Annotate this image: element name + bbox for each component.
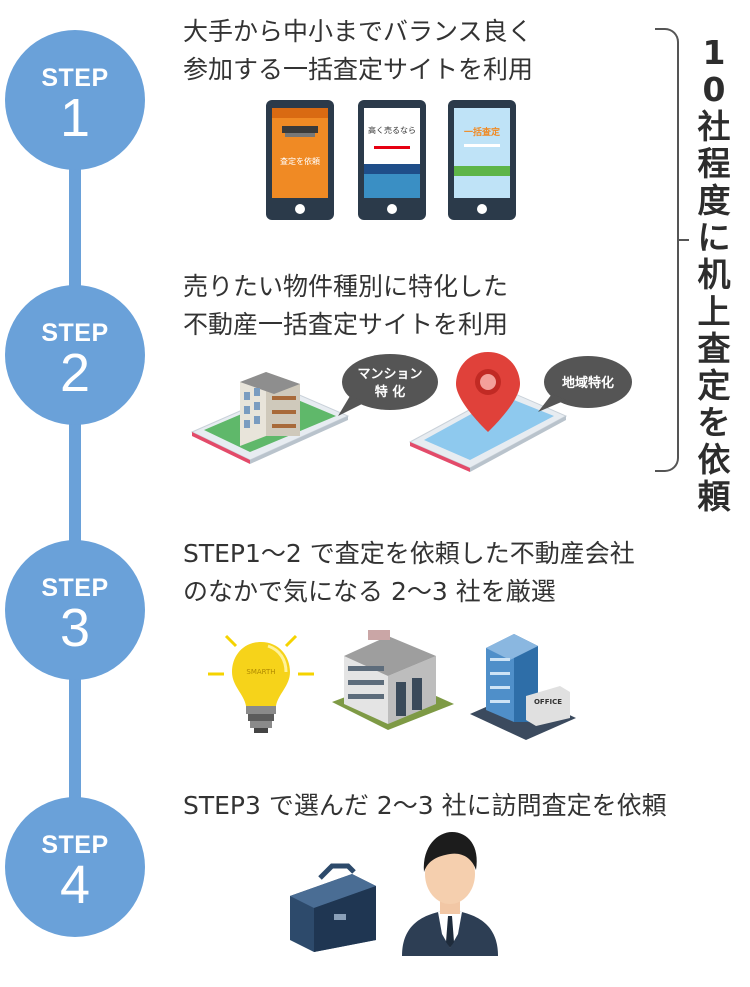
phone-1-text: 査定を依頼 — [280, 156, 320, 166]
steps-1-2-bracket — [655, 28, 689, 472]
step-4-description: STEP3 で選んだ 2～3 社に訪問査定を依頼 — [183, 787, 667, 825]
step-1-circle: STEP 1 — [5, 30, 145, 170]
area-bubble: 地域特化 — [538, 356, 632, 412]
step-3-line2: のなかで気になる 2～3 社を厳選 — [183, 577, 556, 606]
step-1-line2: 参加する一括査定サイトを利用 — [183, 55, 534, 84]
mansion-bubble-line1: マンション — [357, 367, 422, 382]
step-3-circle: STEP 3 — [5, 540, 145, 680]
step-4-illustration — [290, 832, 498, 956]
office-sign-text: OFFICE — [534, 698, 562, 706]
light-bulb-icon: SMARTH — [208, 634, 314, 733]
step-1-line1: 大手から中小までバランス良く — [183, 17, 533, 46]
briefcase-icon — [290, 863, 376, 952]
office-tower-icon: OFFICE — [470, 634, 576, 740]
step-3-description: STEP1～2 で査定を依頼した不動産会社 のなかで気になる 2～3 社を厳選 — [183, 535, 635, 611]
mansion-bubble: マンション 特 化 — [338, 354, 438, 416]
timeline-line — [69, 90, 81, 870]
step-4-circle: STEP 4 — [5, 797, 145, 937]
step-3-line1: STEP1～2 で査定を依頼した不動産会社 — [183, 539, 635, 568]
phones-illustration: 査定を依頼 高く売るなら 一括査定 — [266, 100, 516, 220]
phone-2-icon: 高く売るなら — [358, 100, 426, 220]
step-2-label: STEP — [41, 319, 109, 347]
phone-3-text: 一括査定 — [464, 126, 501, 138]
map-pin-icon — [456, 352, 520, 432]
step-3-number: 3 — [59, 598, 91, 658]
step-3-illustration: SMARTH OFFICE — [208, 630, 576, 740]
step-1-description: 大手から中小までバランス良く 参加する一括査定サイトを利用 — [183, 13, 533, 89]
step-1-label: STEP — [41, 64, 109, 92]
mansion-bubble-line2: 特 化 — [375, 384, 406, 400]
step-2-number: 2 — [59, 343, 91, 403]
bulb-text: SMARTH — [246, 668, 275, 676]
phone-2-text: 高く売るなら — [368, 125, 416, 135]
step-4-line1: STEP3 で選んだ 2～3 社に訪問査定を依頼 — [183, 791, 667, 820]
step-2-description: 売りたい物件種別に特化した 不動産一括査定サイトを利用 — [183, 268, 508, 344]
step-3-label: STEP — [41, 574, 109, 602]
area-bubble-text: 地域特化 — [562, 375, 614, 391]
step-2-illustration: マンション 特 化 地域特化 — [190, 352, 632, 472]
step-2-line2: 不動産一括査定サイトを利用 — [183, 310, 509, 339]
phone-3-icon: 一括査定 — [448, 100, 516, 220]
side-note-vertical: 10社程度に机上査定を依頼 — [697, 33, 731, 516]
step-4-label: STEP — [41, 831, 109, 859]
apartment-building-icon — [240, 372, 300, 446]
office-building-icon — [332, 630, 454, 730]
step-1-number: 1 — [59, 88, 91, 148]
step-2-circle: STEP 2 — [5, 285, 145, 425]
phone-1-icon: 査定を依頼 — [266, 100, 334, 220]
step-4-number: 4 — [59, 855, 91, 915]
businessman-icon — [402, 832, 498, 956]
step-2-line1: 売りたい物件種別に特化した — [183, 272, 509, 301]
